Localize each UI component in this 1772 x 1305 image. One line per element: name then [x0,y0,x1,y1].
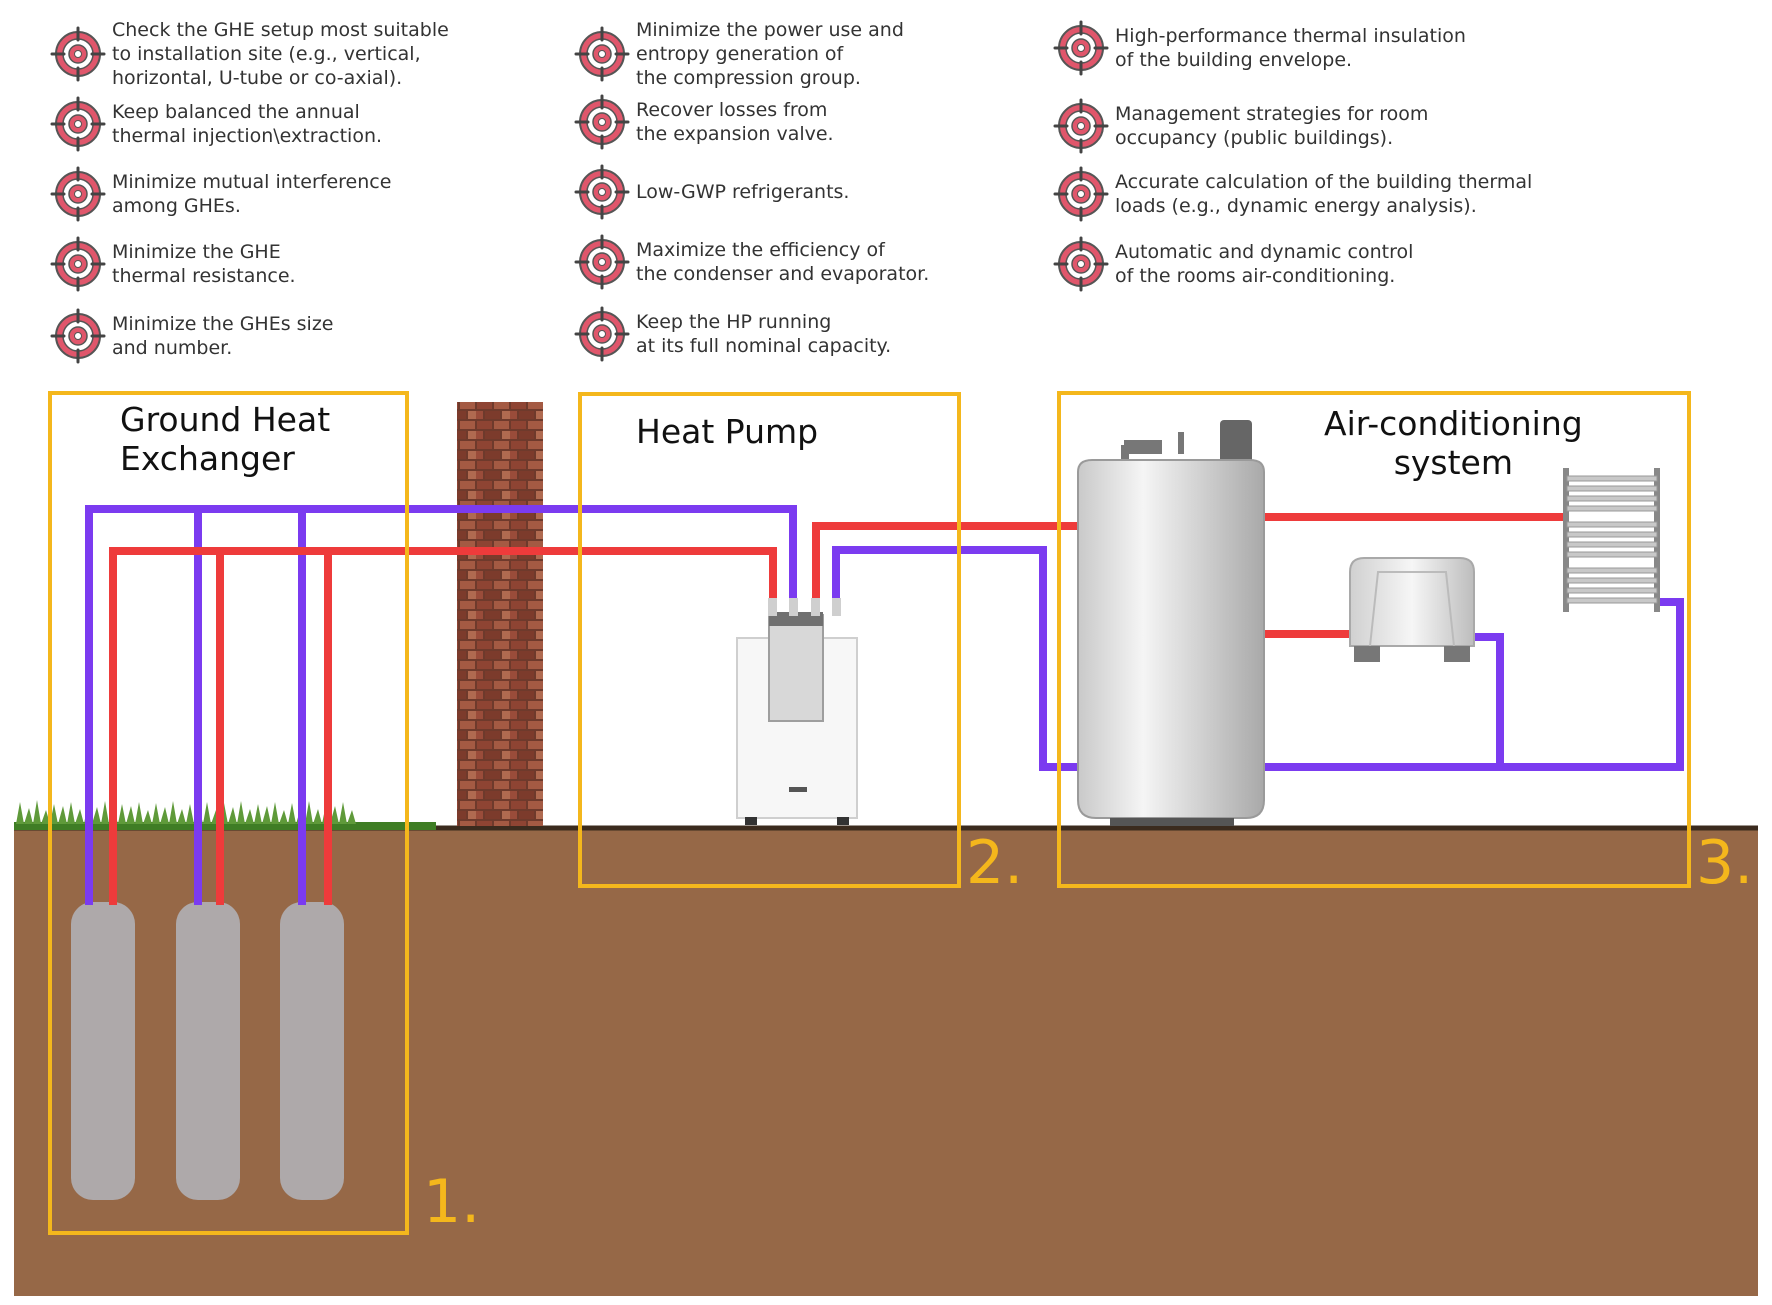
target-icon [50,308,106,364]
target-icon [1053,166,1109,222]
objective-item: Minimize the power use and entropy gener… [574,18,904,90]
brick-wall [457,402,543,826]
section-title-heat-pump: Heat Pump [636,412,819,451]
objective-item: Management strategies for room occupancy… [1053,98,1428,154]
heat-pump-unit [736,598,858,825]
heat-pump-frame [578,392,961,888]
ground-probes [71,902,344,1200]
target-icon [50,26,106,82]
objective-item: Accurate calculation of the building the… [1053,166,1532,222]
soil [14,828,1758,1296]
grass [14,800,436,830]
target-icon [1053,20,1109,76]
target-icon [50,96,106,152]
objective-item: High-performance thermal insulation of t… [1053,20,1466,76]
air-conditioning-frame [1057,391,1691,888]
objective-item: Low-GWP refrigerants. [574,164,849,220]
target-icon [574,26,630,82]
objective-item: Minimize mutual interference among GHEs. [50,166,391,222]
section-title-air-conditioning: Air-conditioning system [1324,404,1583,482]
target-icon [574,94,630,150]
objective-text: Maximize the efficiency of the condenser… [636,239,930,285]
objective-item: Check the GHE setup most suitable to ins… [50,18,449,90]
objective-text: Keep balanced the annual thermal injecti… [112,101,383,147]
target-icon [574,164,630,220]
section-number-2: 2. [966,828,1024,898]
objective-item: Minimize the GHE thermal resistance. [50,236,296,292]
target-icon [574,306,630,362]
objective-text: Minimize the power use and entropy gener… [636,19,904,89]
objective-item: Recover losses from the expansion valve. [574,94,834,150]
fan-coil-unit [1349,557,1475,662]
objective-item: Keep the HP running at its full nominal … [574,306,891,362]
objective-item: Automatic and dynamic control of the roo… [1053,236,1413,292]
objective-text: Minimize mutual interference among GHEs. [112,171,392,217]
hot-pipes [109,513,1563,905]
objective-text: High-performance thermal insulation of t… [1115,25,1466,71]
objective-text: Accurate calculation of the building the… [1115,171,1533,217]
ground-heat-exchanger-frame [48,391,409,1235]
objective-item: Maximize the efficiency of the condenser… [574,234,929,290]
objective-text: Keep the HP running at its full nominal … [636,311,892,357]
objective-item: Minimize the GHEs size and number. [50,308,334,364]
objective-text: Check the GHE setup most suitable to ins… [112,19,449,89]
section-number-3: 3. [1696,828,1754,898]
section-title-ground-heat-exchanger: Ground Heat Exchanger [120,400,331,478]
objective-text: Minimize the GHEs size and number. [112,313,334,359]
objective-item: Keep balanced the annual thermal injecti… [50,96,382,152]
target-icon [1053,236,1109,292]
target-icon [1053,98,1109,154]
objective-text: Automatic and dynamic control of the roo… [1115,241,1414,287]
target-icon [574,234,630,290]
objective-text: Recover losses from the expansion valve. [636,99,834,145]
section-number-1: 1. [423,1167,481,1237]
objective-text: Management strategies for room occupancy… [1115,103,1429,149]
target-icon [50,236,106,292]
objective-text: Minimize the GHE thermal resistance. [112,241,296,287]
objective-text: Low-GWP refrigerants. [636,181,850,203]
towel-radiator [1563,468,1660,612]
target-icon [50,166,106,222]
storage-tank [1077,420,1265,826]
